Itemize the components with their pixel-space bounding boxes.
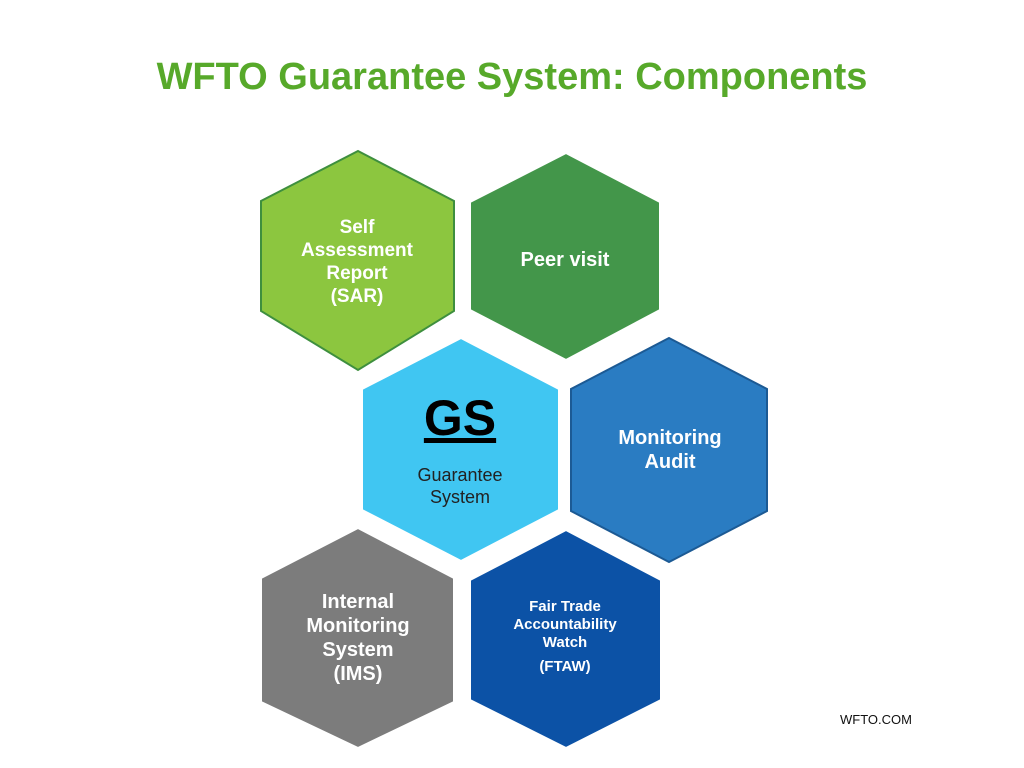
footer-site: WFTO.COM (840, 712, 912, 727)
hexagon-peer-visit (469, 151, 661, 362)
hexagon-ims (260, 526, 455, 750)
gs-full-name: Guarantee System (417, 465, 503, 507)
ims-label: Internal Monitoring System (IMS) (306, 591, 410, 685)
hexagon-sar (260, 149, 455, 372)
hexagon-guarantee-system (361, 336, 560, 563)
peer-visit-label: Peer visit (520, 249, 610, 271)
hexagon-monitoring-audit (570, 336, 768, 564)
ftaw-label: Fair Trade Accountability Watch (513, 598, 617, 651)
sar-label: Self Assessment Report (SAR) (301, 217, 413, 307)
hexagon-ftaw (469, 528, 662, 750)
ftaw-abbreviation: (FTAW) (539, 658, 591, 675)
monitoring-audit-label: Monitoring Audit (618, 427, 722, 473)
page-title: WFTO Guarantee System: Components (156, 56, 868, 98)
gs-abbreviation: GS (423, 390, 497, 446)
